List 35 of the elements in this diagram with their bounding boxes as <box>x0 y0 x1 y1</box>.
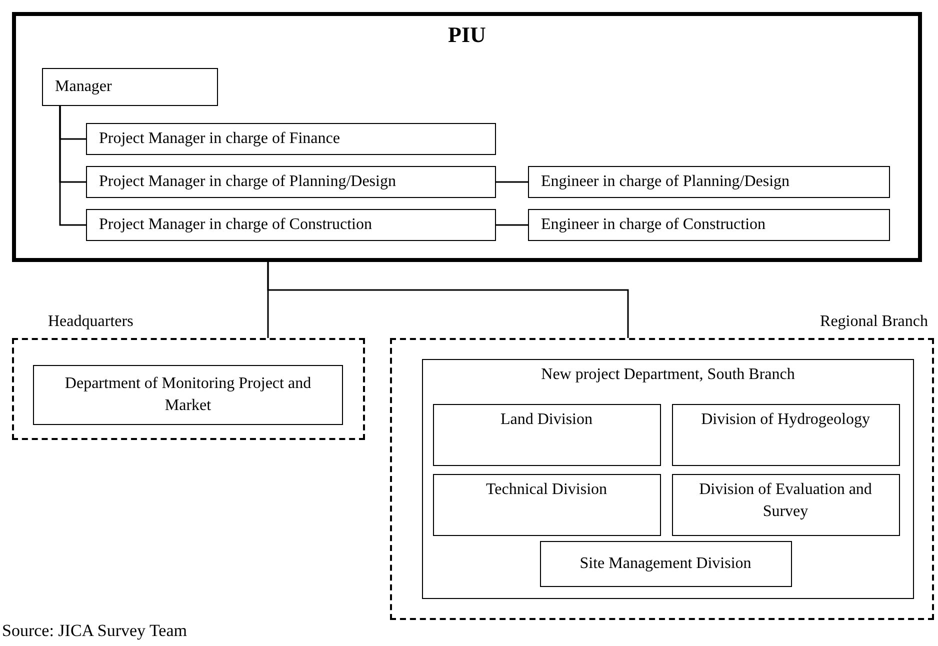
unit-label: Land Division <box>500 410 594 430</box>
role-box <box>42 68 218 106</box>
unit-label: Technical Division <box>484 480 608 500</box>
division-box <box>432 404 660 466</box>
role-box <box>86 209 496 241</box>
division-box <box>672 474 900 536</box>
department-box <box>422 359 914 599</box>
role-label: Project Manager in charge of Construction <box>99 215 372 235</box>
source-caption: Source: JICA Survey Team <box>2 620 187 642</box>
role-box <box>86 166 496 198</box>
role-label: Manager <box>55 77 112 97</box>
role-label: Engineer in charge of Planning/Design <box>541 172 790 192</box>
role-box <box>528 209 890 241</box>
connector-line <box>59 106 86 226</box>
division-box <box>432 474 660 536</box>
connector-line <box>496 224 528 226</box>
role-label: Engineer in charge of Construction <box>541 215 766 235</box>
unit-label: Division of Evaluation and Survey <box>698 480 873 522</box>
connector-line <box>267 262 629 338</box>
panel-title: PIU <box>447 24 487 46</box>
connector-line <box>496 181 528 183</box>
group-label: Headquarters <box>48 312 134 332</box>
division-box <box>672 404 900 466</box>
role-box <box>86 123 496 155</box>
unit-panel <box>12 12 922 262</box>
unit-label: Division of Hydrogeology <box>700 410 871 430</box>
department-box <box>33 365 343 425</box>
unit-label: Department of Monitoring Project and Market <box>64 374 312 416</box>
division-box <box>540 540 792 586</box>
unit-label: New project Department, South Branch <box>540 365 796 385</box>
role-box <box>528 166 890 198</box>
group-label: Regional Branch <box>820 312 928 332</box>
role-label: Project Manager in charge of Finance <box>99 129 340 149</box>
unit-label: Site Management Division <box>578 554 752 574</box>
role-label: Project Manager in charge of Planning/Design <box>99 172 396 192</box>
